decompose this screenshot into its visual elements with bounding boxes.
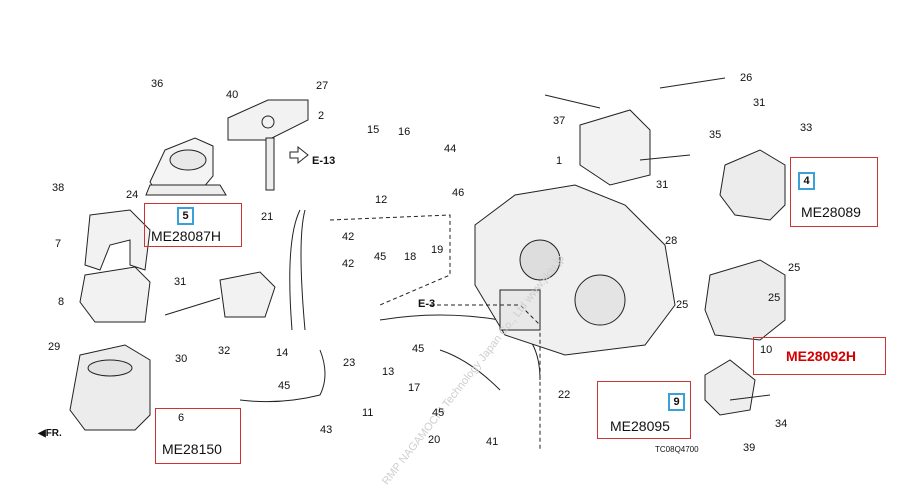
part-number: 26 [740,72,753,84]
part-number: 25 [768,292,781,304]
part-number: 31 [753,97,766,109]
part-number: 8 [58,296,65,308]
part-number: 12 [375,194,388,206]
part-number: 40 [226,89,239,101]
part-number: 25 [788,262,801,274]
callout-me28089[interactable]: 4 ME28089 [790,157,878,227]
part-number: 17 [408,382,421,394]
callout-number: 5 [177,207,194,225]
part-number: 30 [175,353,188,365]
part-number: 16 [398,126,411,138]
part-number: 15 [367,124,380,136]
callout-code: ME28095 [610,418,670,434]
part-number: 45 [278,380,291,392]
part-number: 38 [52,182,65,194]
part-number: 42 [342,231,355,243]
part-number: 45 [412,343,425,355]
part-number: 36 [151,78,164,90]
part-number: 41 [486,436,499,448]
callout-me28095[interactable]: 9 ME28095 [597,381,691,439]
part-number: 27 [316,80,329,92]
part-number: 13 [382,366,395,378]
part-number: 20 [428,434,441,446]
part-number: 31 [174,276,187,288]
reference-e3: E-3 [418,298,436,310]
part-number: 23 [343,357,356,369]
callout-number: 10 [760,344,773,356]
part-number: 35 [709,129,722,141]
part-number: 32 [218,345,231,357]
fr-arrow-icon: ◀ [38,428,46,439]
part-number: 44 [444,143,457,155]
part-number: 14 [276,347,289,359]
part-number: 22 [558,389,571,401]
callout-code: ME28087H [151,228,222,244]
callout-number: 6 [178,412,185,424]
fr-label: FR. [45,428,62,439]
part-number: 25 [676,299,689,311]
part-number: 39 [743,442,756,454]
part-number: 43 [320,424,333,436]
part-number: 18 [404,251,417,263]
callout-number: 4 [798,172,815,190]
callout-number: 9 [668,393,685,411]
part-number: 2 [318,110,325,122]
part-number: 45 [432,407,445,419]
part-number: 46 [452,187,465,199]
part-number: 33 [800,122,813,134]
callout-me28087h[interactable]: 5 ME28087H [144,203,242,247]
callout-code: ME28089 [801,204,861,220]
reference-e13: E-13 [312,155,336,167]
part-number: 24 [126,189,139,201]
part-number: 42 [342,258,355,270]
diagram-code: TC08Q4700 [655,445,699,454]
part-number: 45 [374,251,387,263]
callout-code: ME28092H [786,348,857,364]
callout-code: ME28150 [162,441,222,457]
part-number: 37 [553,115,566,127]
part-number: 11 [362,407,374,419]
part-number: 31 [656,179,669,191]
part-number: 19 [431,244,444,256]
part-number: 29 [48,341,61,353]
part-number: 1 [556,155,563,167]
front-direction-arrow: ◀FR. [38,428,62,439]
callout-me28150[interactable]: 6 ME28150 [155,408,241,464]
part-number: 21 [261,211,274,223]
part-number: 34 [775,418,788,430]
part-number: 7 [55,238,62,250]
callout-me28092h[interactable]: 10 ME28092H [753,337,886,375]
part-number: 28 [665,235,678,247]
